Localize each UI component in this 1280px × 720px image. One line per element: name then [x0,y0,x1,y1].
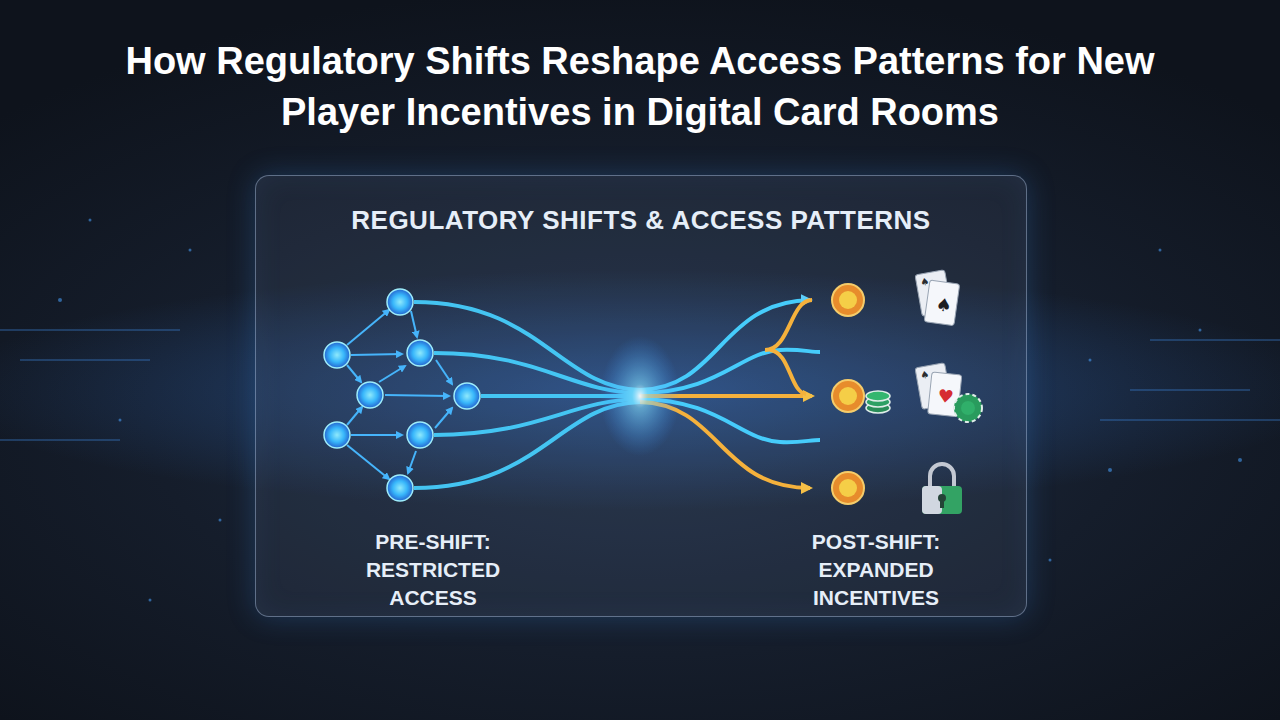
post-shift-label: POST-SHIFT: EXPANDED INCENTIVES [764,528,989,612]
panel-heading: REGULATORY SHIFTS & ACCESS PATTERNS [271,204,1011,236]
pre-shift-label: PRE-SHIFT: RESTRICTED ACCESS [333,528,533,612]
glass-panel: REGULATORY SHIFTS & ACCESS PATTERNS PRE-S… [255,175,1027,617]
page-title: How Regulatory Shifts Reshape Access Pat… [100,36,1180,138]
